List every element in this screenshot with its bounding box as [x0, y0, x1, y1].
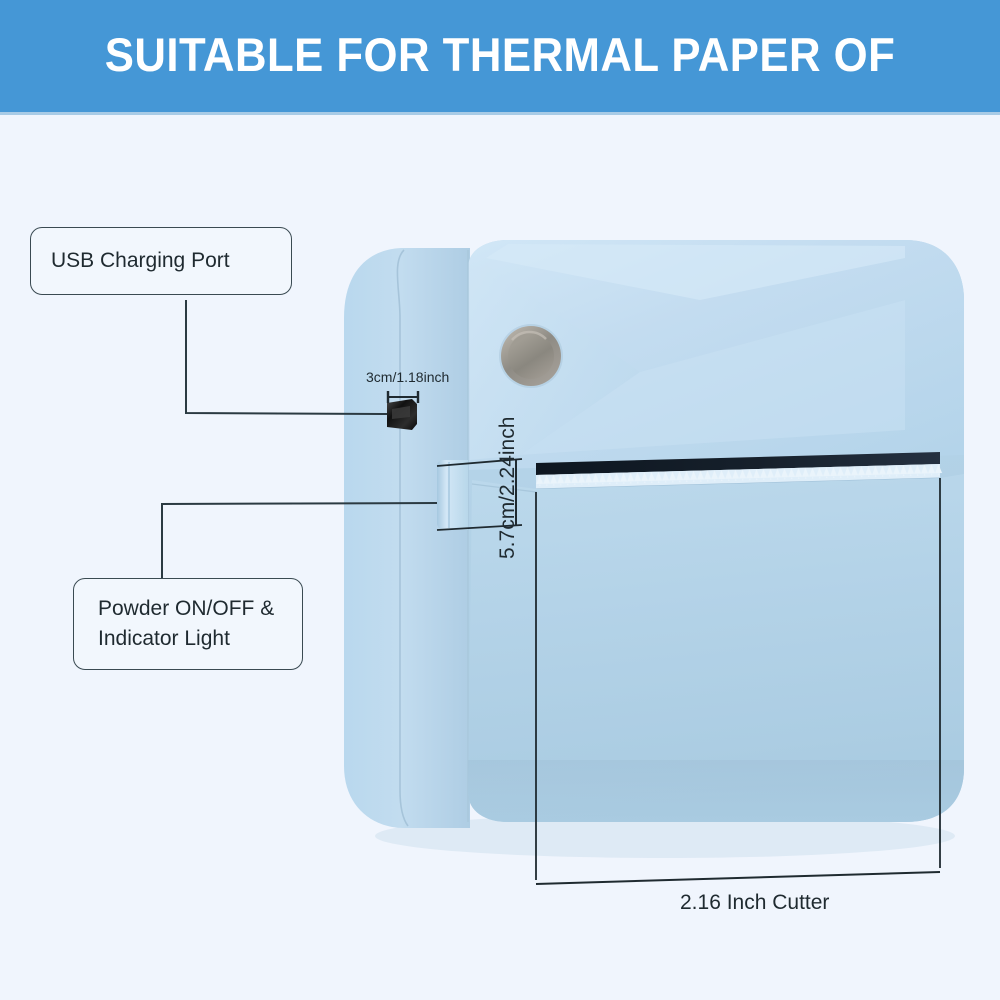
product-shadow: [375, 814, 955, 858]
power-button-gloss: [511, 330, 547, 341]
dimension-label-cutter-width: 2.16 Inch Cutter: [680, 891, 830, 914]
dimension-label-body-height: 5.7cm/2.24inch: [496, 416, 519, 559]
usb-port-cavity: [392, 406, 410, 419]
leader-line-power: [161, 502, 438, 578]
cutter-teeth: [536, 464, 943, 489]
power-switch-tab[interactable]: [437, 460, 468, 530]
banner-underline: [0, 112, 1000, 115]
printer-side-panel: [344, 248, 470, 828]
callout-usb-charging-port[interactable]: USB Charging Port: [30, 227, 292, 295]
body-seam-line: [396, 249, 409, 827]
callout-usb-label: USB Charging Port: [51, 249, 230, 273]
paper-cutter-slot: [536, 452, 940, 475]
lid-highlight-facet: [486, 244, 905, 300]
body-bottom-shading: [468, 760, 964, 822]
printer-front-cover: [468, 474, 964, 822]
header-banner: SUITABLE FOR THERMAL PAPER OF: [0, 0, 1000, 112]
dimension-body-height: [436, 458, 523, 531]
dimension-usb-width: [386, 391, 420, 403]
lid-sheen: [520, 300, 905, 455]
callout-power-indicator[interactable]: Powder ON/OFF & Indicator Light: [73, 578, 303, 670]
dimension-label-usb-width: 3cm/1.18inch: [366, 369, 450, 385]
leader-line-usb: [185, 300, 388, 415]
callout-power-label: Powder ON/OFF & Indicator Light: [98, 597, 275, 650]
power-button-inner: [508, 333, 554, 379]
page-title: SUITABLE FOR THERMAL PAPER OF: [104, 27, 896, 81]
dimension-cutter-width: [535, 478, 941, 885]
